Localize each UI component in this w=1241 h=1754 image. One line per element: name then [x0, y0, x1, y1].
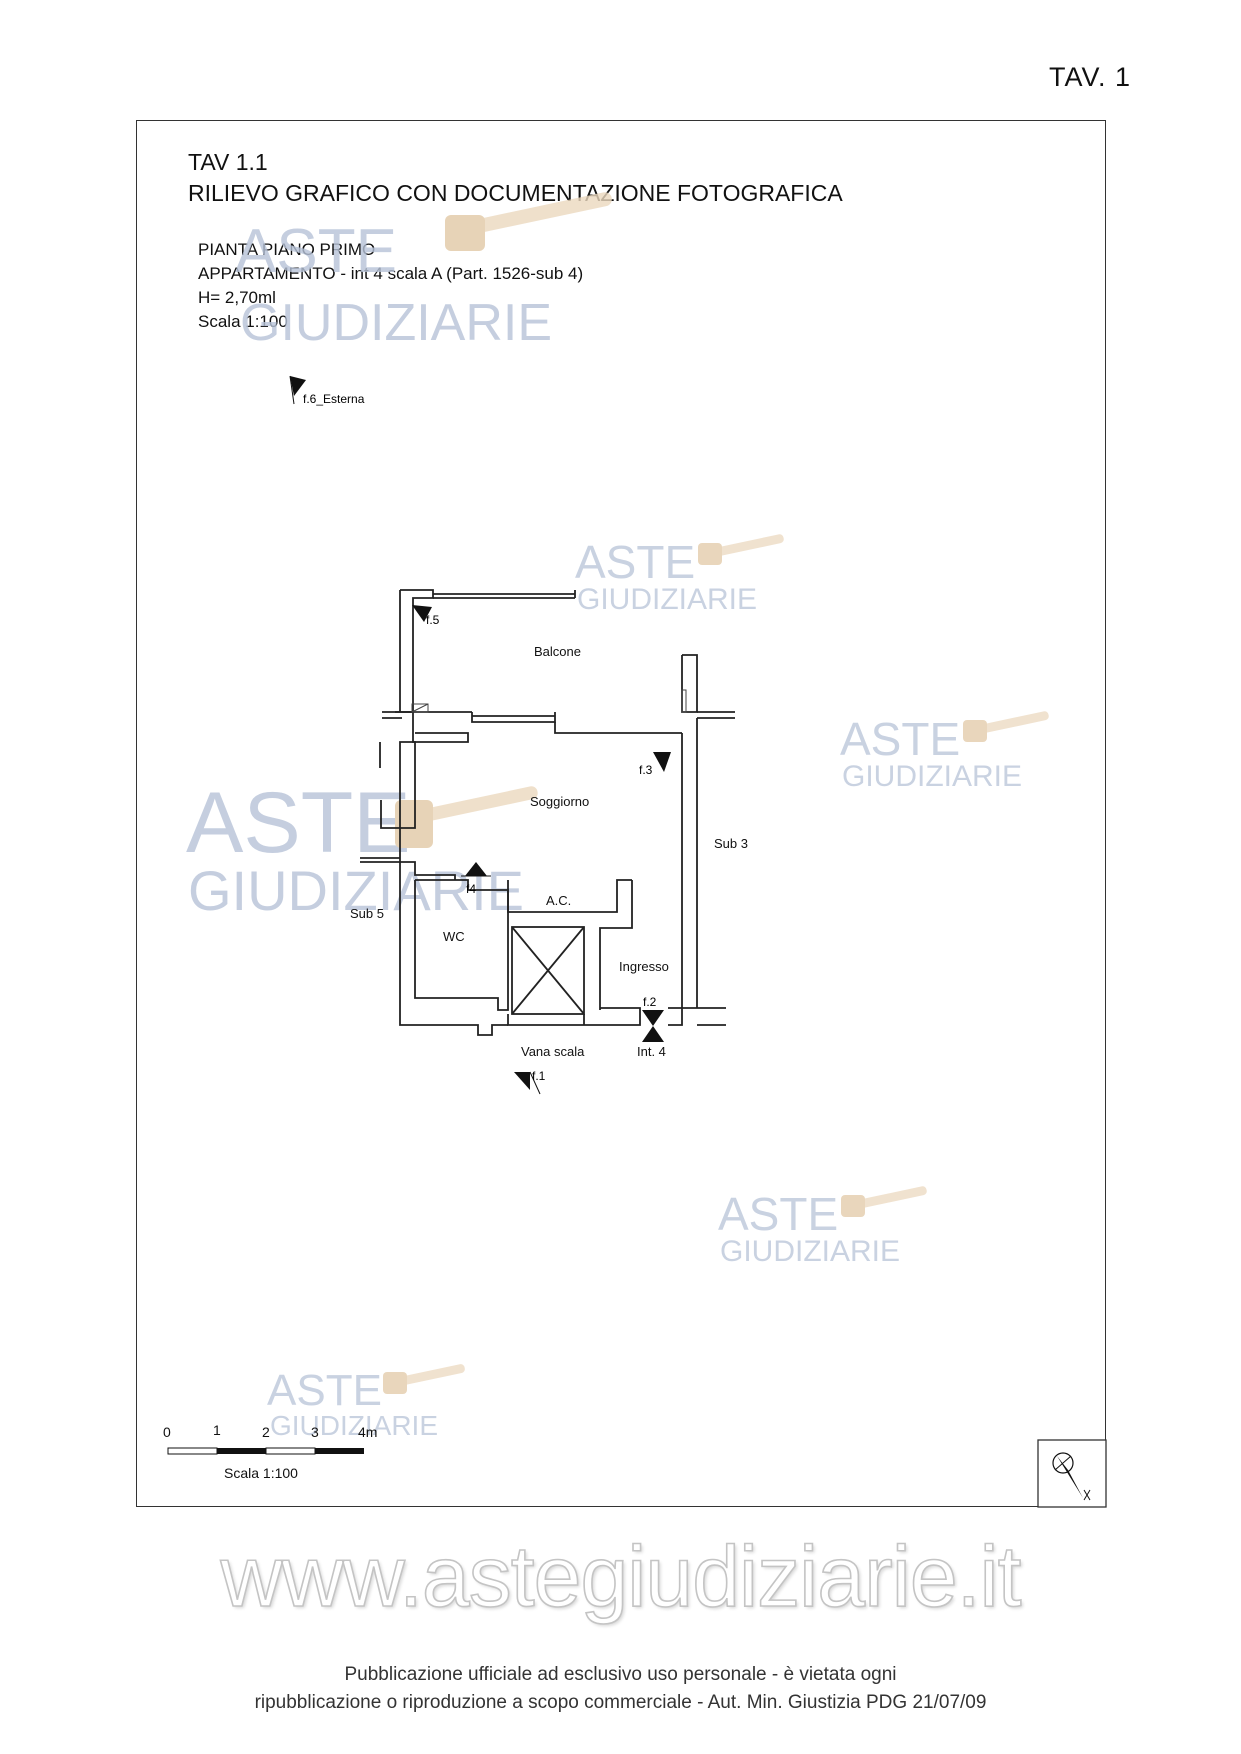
watermark-logo-3: ASTE GIUDIZIARIE — [840, 711, 1049, 793]
room-soggiorno: Soggiorno — [530, 794, 589, 809]
scale-bar: 0 1 2 3 4m Scala 1:100 — [163, 1422, 377, 1481]
photo-label-f6: f.6_Esterna — [303, 392, 365, 406]
photo-point-f6: f.6_Esterna — [289, 375, 365, 406]
photo-label-f4: f4 — [466, 882, 476, 896]
watermark-aste-1: ASTE — [235, 217, 397, 286]
watermark-giudiziarie-1: GIUDIZIARIE — [240, 294, 552, 352]
watermark-giudiziarie-3: GIUDIZIARIE — [842, 760, 1022, 793]
watermark-aste-5: ASTE — [718, 1188, 838, 1240]
photo-label-f2: f.2 — [643, 995, 657, 1009]
gavel-icon — [963, 711, 1049, 742]
watermark-logo-6: ASTE GIUDIZIARIE — [267, 1364, 465, 1441]
room-sub3: Sub 3 — [714, 836, 748, 851]
watermark-aste-4: ASTE — [186, 775, 411, 871]
sheet-frame — [136, 120, 1106, 1507]
scale-tick-1: 1 — [213, 1422, 221, 1438]
camera-direction-icon — [514, 1072, 530, 1090]
photo-label-f3: f.3 — [639, 763, 653, 777]
sheet-title: TAV 1.1 RILIEVO GRAFICO CON DOCUMENTAZIO… — [188, 147, 843, 209]
watermark-logo-5: ASTE GIUDIZIARIE — [718, 1186, 927, 1268]
plan-info: PIANTA PIANO PRIMO APPARTAMENTO - int 4 … — [198, 238, 583, 334]
watermark-logo-1: ASTE GIUDIZIARIE — [235, 192, 612, 352]
camera-direction-icon — [412, 605, 432, 622]
photo-label-f1: f.1 — [532, 1069, 546, 1083]
watermark-giudiziarie-5: GIUDIZIARIE — [720, 1235, 900, 1268]
room-ac: A.C. — [546, 893, 571, 908]
plan-info-floor: PIANTA PIANO PRIMO — [198, 240, 376, 259]
photo-point-f1: f.1 — [514, 1069, 546, 1095]
photo-point-f4: f4 — [461, 862, 491, 896]
plan-info-height: H= 2,70ml — [198, 288, 276, 307]
watermark-aste-3: ASTE — [840, 713, 960, 765]
room-sub5: Sub 5 — [350, 906, 384, 921]
entrance-marker-icon — [642, 1026, 664, 1042]
walls — [360, 589, 735, 1036]
disclaimer: Pubblicazione ufficiale ad esclusivo uso… — [0, 1661, 1241, 1717]
room-ingresso: Ingresso — [619, 959, 669, 974]
photo-point-f2: f.2 — [642, 995, 664, 1042]
camera-direction-icon — [290, 376, 306, 396]
room-wc: WC — [443, 929, 465, 944]
camera-direction-icon — [642, 1010, 664, 1026]
scale-tick-0: 0 — [163, 1424, 171, 1440]
watermark-aste-6: ASTE — [267, 1366, 382, 1415]
camera-direction-icon — [653, 752, 671, 772]
gavel-icon — [395, 786, 538, 848]
gavel-icon — [698, 534, 784, 565]
gavel-icon — [445, 192, 612, 251]
room-labels: Balcone Soggiorno A.C. WC Ingresso Vana … — [350, 644, 748, 1059]
watermark-giudiziarie-6: GIUDIZIARIE — [270, 1410, 438, 1441]
watermark-logo-4: ASTE GIUDIZIARIE — [186, 775, 538, 922]
site-url-watermark: www.astegiudiziarie.it — [220, 1528, 1023, 1626]
watermark-aste-2: ASTE — [575, 536, 695, 588]
scale-tick-3: 3 — [311, 1424, 319, 1440]
watermark-giudiziarie-2: GIUDIZIARIE — [577, 583, 757, 616]
room-balcone: Balcone — [534, 644, 581, 659]
sheet-title-line2: RILIEVO GRAFICO CON DOCUMENTAZIONE FOTOG… — [188, 180, 843, 206]
photo-point-f3: f.3 — [639, 752, 671, 777]
plan-info-scale: Scala 1:100 — [198, 312, 288, 331]
gavel-icon — [383, 1364, 465, 1394]
tav-label: TAV. 1 — [1048, 62, 1131, 92]
north-arrow-box — [1037, 1439, 1107, 1508]
sheet-title-line1: TAV 1.1 — [188, 149, 268, 175]
scale-tick-4: 4m — [358, 1424, 377, 1440]
scale-tick-2: 2 — [262, 1424, 270, 1440]
camera-direction-icon — [465, 862, 487, 876]
photo-label-f5: f.5 — [426, 613, 440, 627]
scale-bar-label: Scala 1:100 — [224, 1465, 298, 1481]
room-int4: Int. 4 — [637, 1044, 666, 1059]
gavel-icon — [841, 1186, 927, 1217]
room-vana-scala: Vana scala — [521, 1044, 585, 1059]
north-arrow-icon — [1052, 1452, 1091, 1501]
watermark-logo-2: ASTE GIUDIZIARIE — [575, 534, 784, 616]
plan-info-unit: APPARTAMENTO - int 4 scala A (Part. 1526… — [198, 264, 584, 283]
door-symbols — [411, 689, 687, 713]
disclaimer-line1: Pubblicazione ufficiale ad esclusivo uso… — [344, 1664, 897, 1685]
photo-point-f5: f.5 — [412, 605, 440, 627]
disclaimer-line2: ripubblicazione o riproduzione a scopo c… — [254, 1692, 987, 1713]
